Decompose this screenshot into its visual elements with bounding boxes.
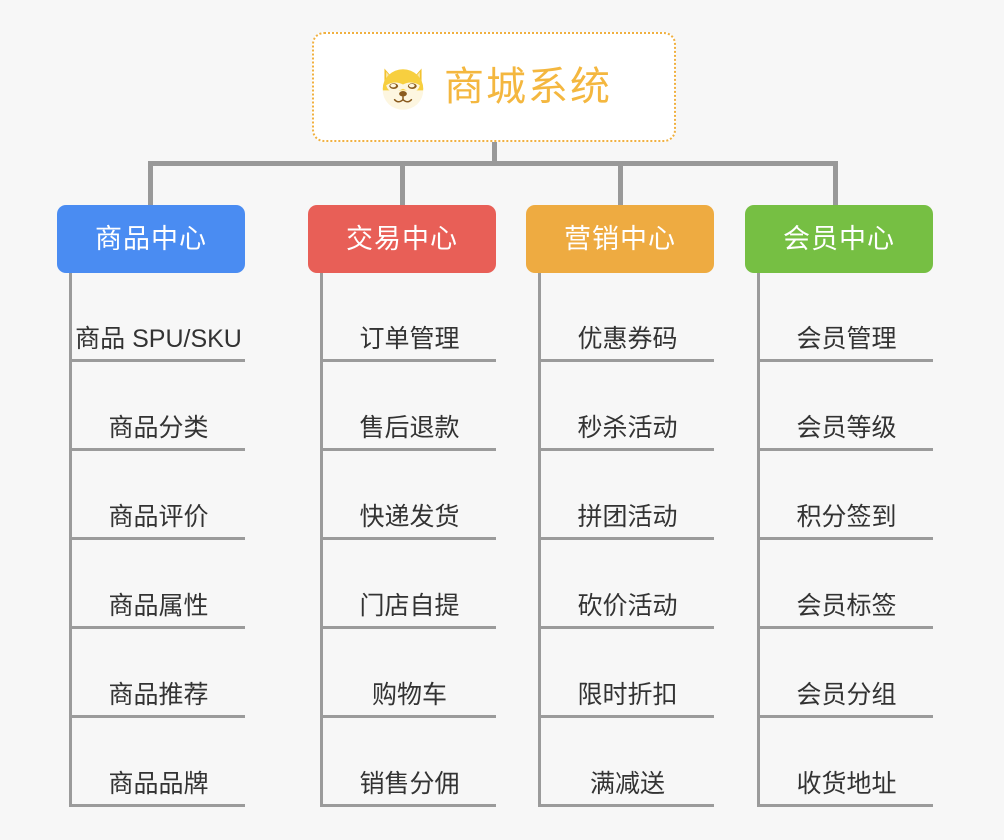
leaf-label: 商品推荐 (108, 680, 209, 709)
leaf-item[interactable]: 商品 SPU/SKU (72, 273, 245, 362)
branch-column-2: 交易中心 订单管理 售后退款 快递发货 门店自提 购物车 销售分佣 (308, 205, 496, 807)
branch-items-1: 商品 SPU/SKU 商品分类 商品评价 商品属性 商品推荐 商品品牌 (57, 273, 245, 807)
leaf-label: 商品分类 (108, 413, 209, 442)
leaf-item[interactable]: 商品分类 (72, 362, 245, 451)
leaf-item[interactable]: 优惠券码 (541, 273, 714, 362)
branch-header-3[interactable]: 营销中心 (526, 205, 714, 273)
leaf-label: 商品评价 (108, 502, 209, 531)
branch-column-3: 营销中心 优惠券码 秒杀活动 拼团活动 砍价活动 限时折扣 满减送 (526, 205, 714, 807)
leaf-label: 限时折扣 (577, 680, 678, 709)
branch-items-4: 会员管理 会员等级 积分签到 会员标签 会员分组 收货地址 (745, 273, 933, 807)
branch-column-1: 商品中心 商品 SPU/SKU 商品分类 商品评价 商品属性 商品推荐 商品品牌 (57, 205, 245, 807)
leaf-item[interactable]: 商品属性 (72, 540, 245, 629)
leaf-item[interactable]: 收货地址 (760, 718, 933, 807)
leaf-item[interactable]: 拼团活动 (541, 451, 714, 540)
leaf-item[interactable]: 限时折扣 (541, 629, 714, 718)
leaf-item[interactable]: 会员管理 (760, 273, 933, 362)
root-node[interactable]: 商城系统 (312, 32, 676, 142)
leaf-label: 会员等级 (796, 413, 897, 442)
branch-spine-4 (757, 273, 760, 807)
connector-drop-3 (618, 161, 623, 205)
leaf-label: 满减送 (589, 769, 665, 798)
branch-column-4: 会员中心 会员管理 会员等级 积分签到 会员标签 会员分组 收货地址 (745, 205, 933, 807)
leaf-item[interactable]: 购物车 (323, 629, 496, 718)
leaf-label: 销售分佣 (359, 769, 460, 798)
leaf-label: 拼团活动 (577, 502, 678, 531)
leaf-item[interactable]: 门店自提 (323, 540, 496, 629)
branch-header-1[interactable]: 商品中心 (57, 205, 245, 273)
leaf-item[interactable]: 销售分佣 (323, 718, 496, 807)
leaf-label: 售后退款 (359, 413, 460, 442)
leaf-label: 秒杀活动 (577, 413, 678, 442)
leaf-label: 会员分组 (796, 680, 897, 709)
branch-spine-1 (69, 273, 72, 807)
leaf-item[interactable]: 砍价活动 (541, 540, 714, 629)
branch-header-4[interactable]: 会员中心 (745, 205, 933, 273)
branch-items-3: 优惠券码 秒杀活动 拼团活动 砍价活动 限时折扣 满减送 (526, 273, 714, 807)
leaf-label: 门店自提 (359, 591, 460, 620)
leaf-item[interactable]: 会员标签 (760, 540, 933, 629)
leaf-label: 收货地址 (796, 769, 897, 798)
leaf-label: 会员标签 (796, 591, 897, 620)
branch-header-2[interactable]: 交易中心 (308, 205, 496, 273)
connector-drop-4 (833, 161, 838, 205)
leaf-item[interactable]: 订单管理 (323, 273, 496, 362)
leaf-label: 快递发货 (359, 502, 460, 531)
leaf-item[interactable]: 会员等级 (760, 362, 933, 451)
leaf-item[interactable]: 商品评价 (72, 451, 245, 540)
leaf-item[interactable]: 会员分组 (760, 629, 933, 718)
leaf-item[interactable]: 秒杀活动 (541, 362, 714, 451)
leaf-label: 商品属性 (108, 591, 209, 620)
branch-spine-2 (320, 273, 323, 807)
leaf-item[interactable]: 积分签到 (760, 451, 933, 540)
leaf-item[interactable]: 满减送 (541, 718, 714, 807)
connector-drop-2 (400, 161, 405, 205)
leaf-label: 砍价活动 (577, 591, 678, 620)
leaf-item[interactable]: 售后退款 (323, 362, 496, 451)
connector-drop-1 (148, 161, 153, 205)
branch-spine-3 (538, 273, 541, 807)
shiba-dog-icon (382, 68, 424, 110)
leaf-item[interactable]: 商品品牌 (72, 718, 245, 807)
connector-horizontal-bus (148, 161, 838, 166)
root-title: 商城系统 (444, 65, 612, 109)
leaf-label: 订单管理 (359, 324, 460, 353)
connector-root-stem (492, 142, 497, 164)
leaf-label: 商品品牌 (108, 769, 209, 798)
branch-items-2: 订单管理 售后退款 快递发货 门店自提 购物车 销售分佣 (308, 273, 496, 807)
leaf-item[interactable]: 快递发货 (323, 451, 496, 540)
leaf-label: 优惠券码 (577, 324, 678, 353)
leaf-label: 购物车 (371, 680, 447, 709)
leaf-label: 积分签到 (796, 502, 897, 531)
leaf-item[interactable]: 商品推荐 (72, 629, 245, 718)
leaf-label: 会员管理 (796, 324, 897, 353)
leaf-label: 商品 SPU/SKU (75, 324, 242, 353)
